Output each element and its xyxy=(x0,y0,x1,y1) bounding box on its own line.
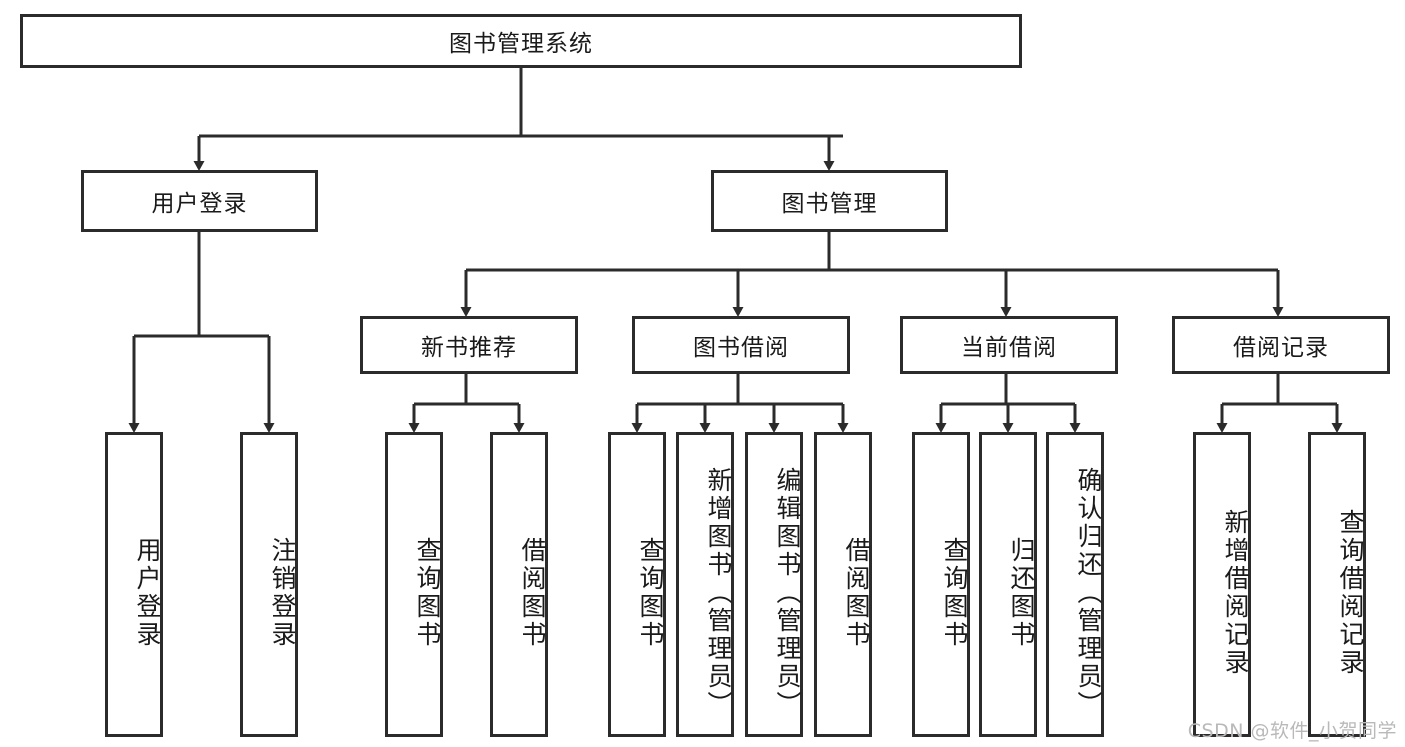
node-leaf-add-record[interactable]: 新增借阅记录 xyxy=(1193,432,1251,737)
node-leaf-add-book-label: 新增图书（管理员） xyxy=(704,466,733,719)
node-book-manage-label: 图书管理 xyxy=(781,191,878,217)
node-leaf-confirm-return-label: 确认归还（管理员） xyxy=(1074,466,1103,719)
node-root-label: 图书管理系统 xyxy=(449,31,593,57)
node-new-book-recommend-label: 新书推荐 xyxy=(421,335,517,361)
node-user-login-label: 用户登录 xyxy=(151,191,248,217)
node-leaf-user-logout[interactable]: 注销登录 xyxy=(240,432,298,737)
node-leaf-query-book-3-label: 查询图书 xyxy=(940,536,969,649)
node-leaf-query-book-3[interactable]: 查询图书 xyxy=(912,432,970,737)
node-leaf-borrow-book-2[interactable]: 借阅图书 xyxy=(814,432,872,737)
watermark: CSDN @软件_小贺同学 xyxy=(1187,720,1397,742)
node-book-manage[interactable]: 图书管理 xyxy=(711,170,948,232)
node-leaf-return-book[interactable]: 归还图书 xyxy=(979,432,1037,737)
node-current-borrow-label: 当前借阅 xyxy=(961,335,1057,361)
node-current-borrow[interactable]: 当前借阅 xyxy=(900,316,1118,374)
node-leaf-confirm-return[interactable]: 确认归还（管理员） xyxy=(1046,432,1104,737)
node-book-borrow-label: 图书借阅 xyxy=(693,335,789,361)
node-leaf-user-login-label: 用户登录 xyxy=(133,536,162,649)
node-leaf-add-book[interactable]: 新增图书（管理员） xyxy=(676,432,734,737)
node-leaf-user-login[interactable]: 用户登录 xyxy=(105,432,163,737)
node-leaf-borrow-book-1[interactable]: 借阅图书 xyxy=(490,432,548,737)
node-new-book-recommend[interactable]: 新书推荐 xyxy=(360,316,578,374)
node-leaf-query-book-1[interactable]: 查询图书 xyxy=(385,432,443,737)
node-leaf-return-book-label: 归还图书 xyxy=(1007,536,1036,649)
node-leaf-query-book-2[interactable]: 查询图书 xyxy=(608,432,666,737)
node-user-login[interactable]: 用户登录 xyxy=(81,170,318,232)
node-leaf-borrow-book-1-label: 借阅图书 xyxy=(518,536,547,649)
node-leaf-borrow-book-2-label: 借阅图书 xyxy=(842,536,871,649)
node-leaf-query-book-2-label: 查询图书 xyxy=(636,536,665,649)
node-borrow-record[interactable]: 借阅记录 xyxy=(1172,316,1390,374)
node-leaf-query-book-1-label: 查询图书 xyxy=(413,536,442,649)
node-leaf-add-record-label: 新增借阅记录 xyxy=(1221,508,1250,677)
node-borrow-record-label: 借阅记录 xyxy=(1233,335,1329,361)
node-root[interactable]: 图书管理系统 xyxy=(20,14,1022,68)
node-leaf-query-record-label: 查询借阅记录 xyxy=(1336,508,1365,677)
node-book-borrow[interactable]: 图书借阅 xyxy=(632,316,850,374)
node-leaf-query-record[interactable]: 查询借阅记录 xyxy=(1308,432,1366,737)
node-leaf-edit-book[interactable]: 编辑图书（管理员） xyxy=(745,432,803,737)
node-leaf-user-logout-label: 注销登录 xyxy=(268,536,297,649)
node-leaf-edit-book-label: 编辑图书（管理员） xyxy=(773,466,802,719)
